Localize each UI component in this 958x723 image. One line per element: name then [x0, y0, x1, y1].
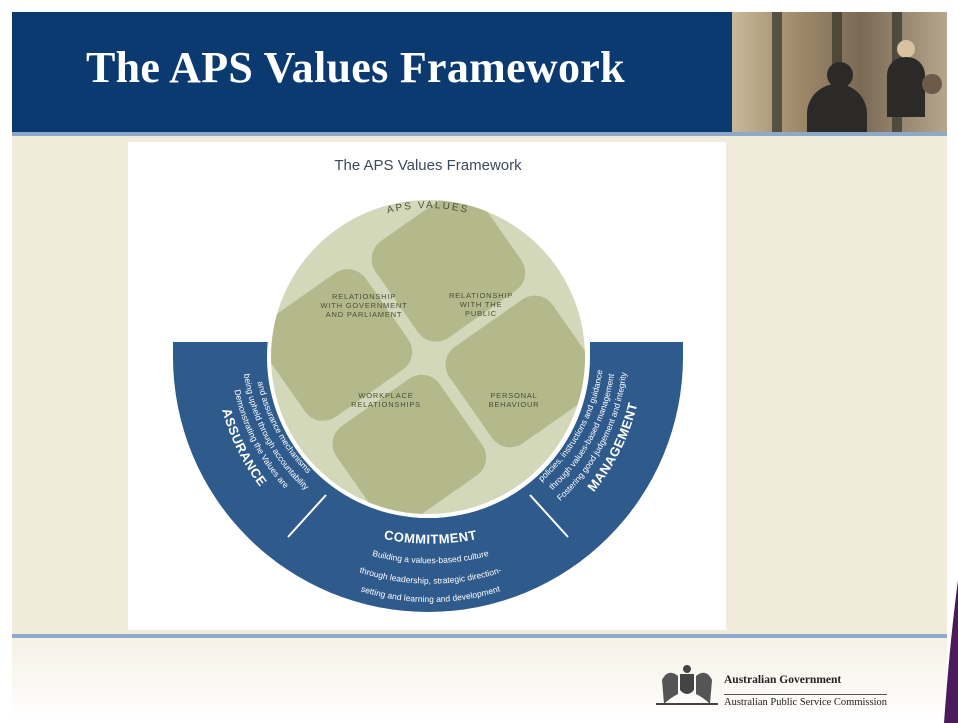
quadrant-tile [371, 200, 526, 342]
values-framework-diagram: The APS Values Framework APS VALUES [173, 157, 683, 612]
quadrant-tile [271, 269, 413, 421]
person-silhouette [922, 74, 942, 94]
header-photo [732, 12, 947, 132]
quadrant-label-line: WITH THE [460, 300, 503, 309]
commitment-heading: COMMITMENT [383, 527, 478, 547]
header-divider [12, 132, 947, 136]
quadrant-label-line: RELATIONSHIP [449, 291, 513, 300]
quadrant-label-line: PUBLIC [465, 309, 497, 318]
framework-band [173, 342, 683, 612]
corner-accent [944, 580, 958, 723]
quadrant-label-line: PERSONAL [490, 391, 537, 400]
diagram-panel: The APS Values Framework APS VALUES [128, 142, 726, 630]
quadrant-label-line: RELATIONSHIP [332, 292, 396, 301]
aps-values-label: APS VALUES [386, 200, 470, 216]
quadrant-tile [445, 295, 585, 448]
window-frame [772, 12, 782, 132]
person-silhouette [807, 84, 867, 132]
band-divider [529, 494, 569, 538]
footer [12, 638, 947, 723]
quadrant-label-line: RELATIONSHIPS [351, 400, 421, 409]
person-silhouette [827, 62, 853, 88]
government-label: Australian Government [724, 674, 842, 686]
band-divider [287, 494, 327, 538]
footer-divider [12, 634, 947, 638]
quadrant-label-line: WORKPLACE [358, 391, 413, 400]
quadrant-tile [332, 374, 487, 514]
quadrant-label-line: BEHAVIOUR [489, 400, 540, 409]
slide-title: The APS Values Framework [86, 43, 625, 92]
person-silhouette [897, 40, 915, 58]
coat-of-arms-icon [656, 665, 718, 705]
header-banner: The APS Values Framework [12, 12, 947, 132]
quadrant-label-line: AND PARLIAMENT [326, 310, 403, 319]
person-silhouette [887, 57, 925, 117]
quadrant-label-line: WITH GOVERNMENT [321, 301, 408, 310]
agency-label: Australian Public Service Commission [724, 694, 888, 708]
diagram-title: The APS Values Framework [334, 157, 522, 174]
